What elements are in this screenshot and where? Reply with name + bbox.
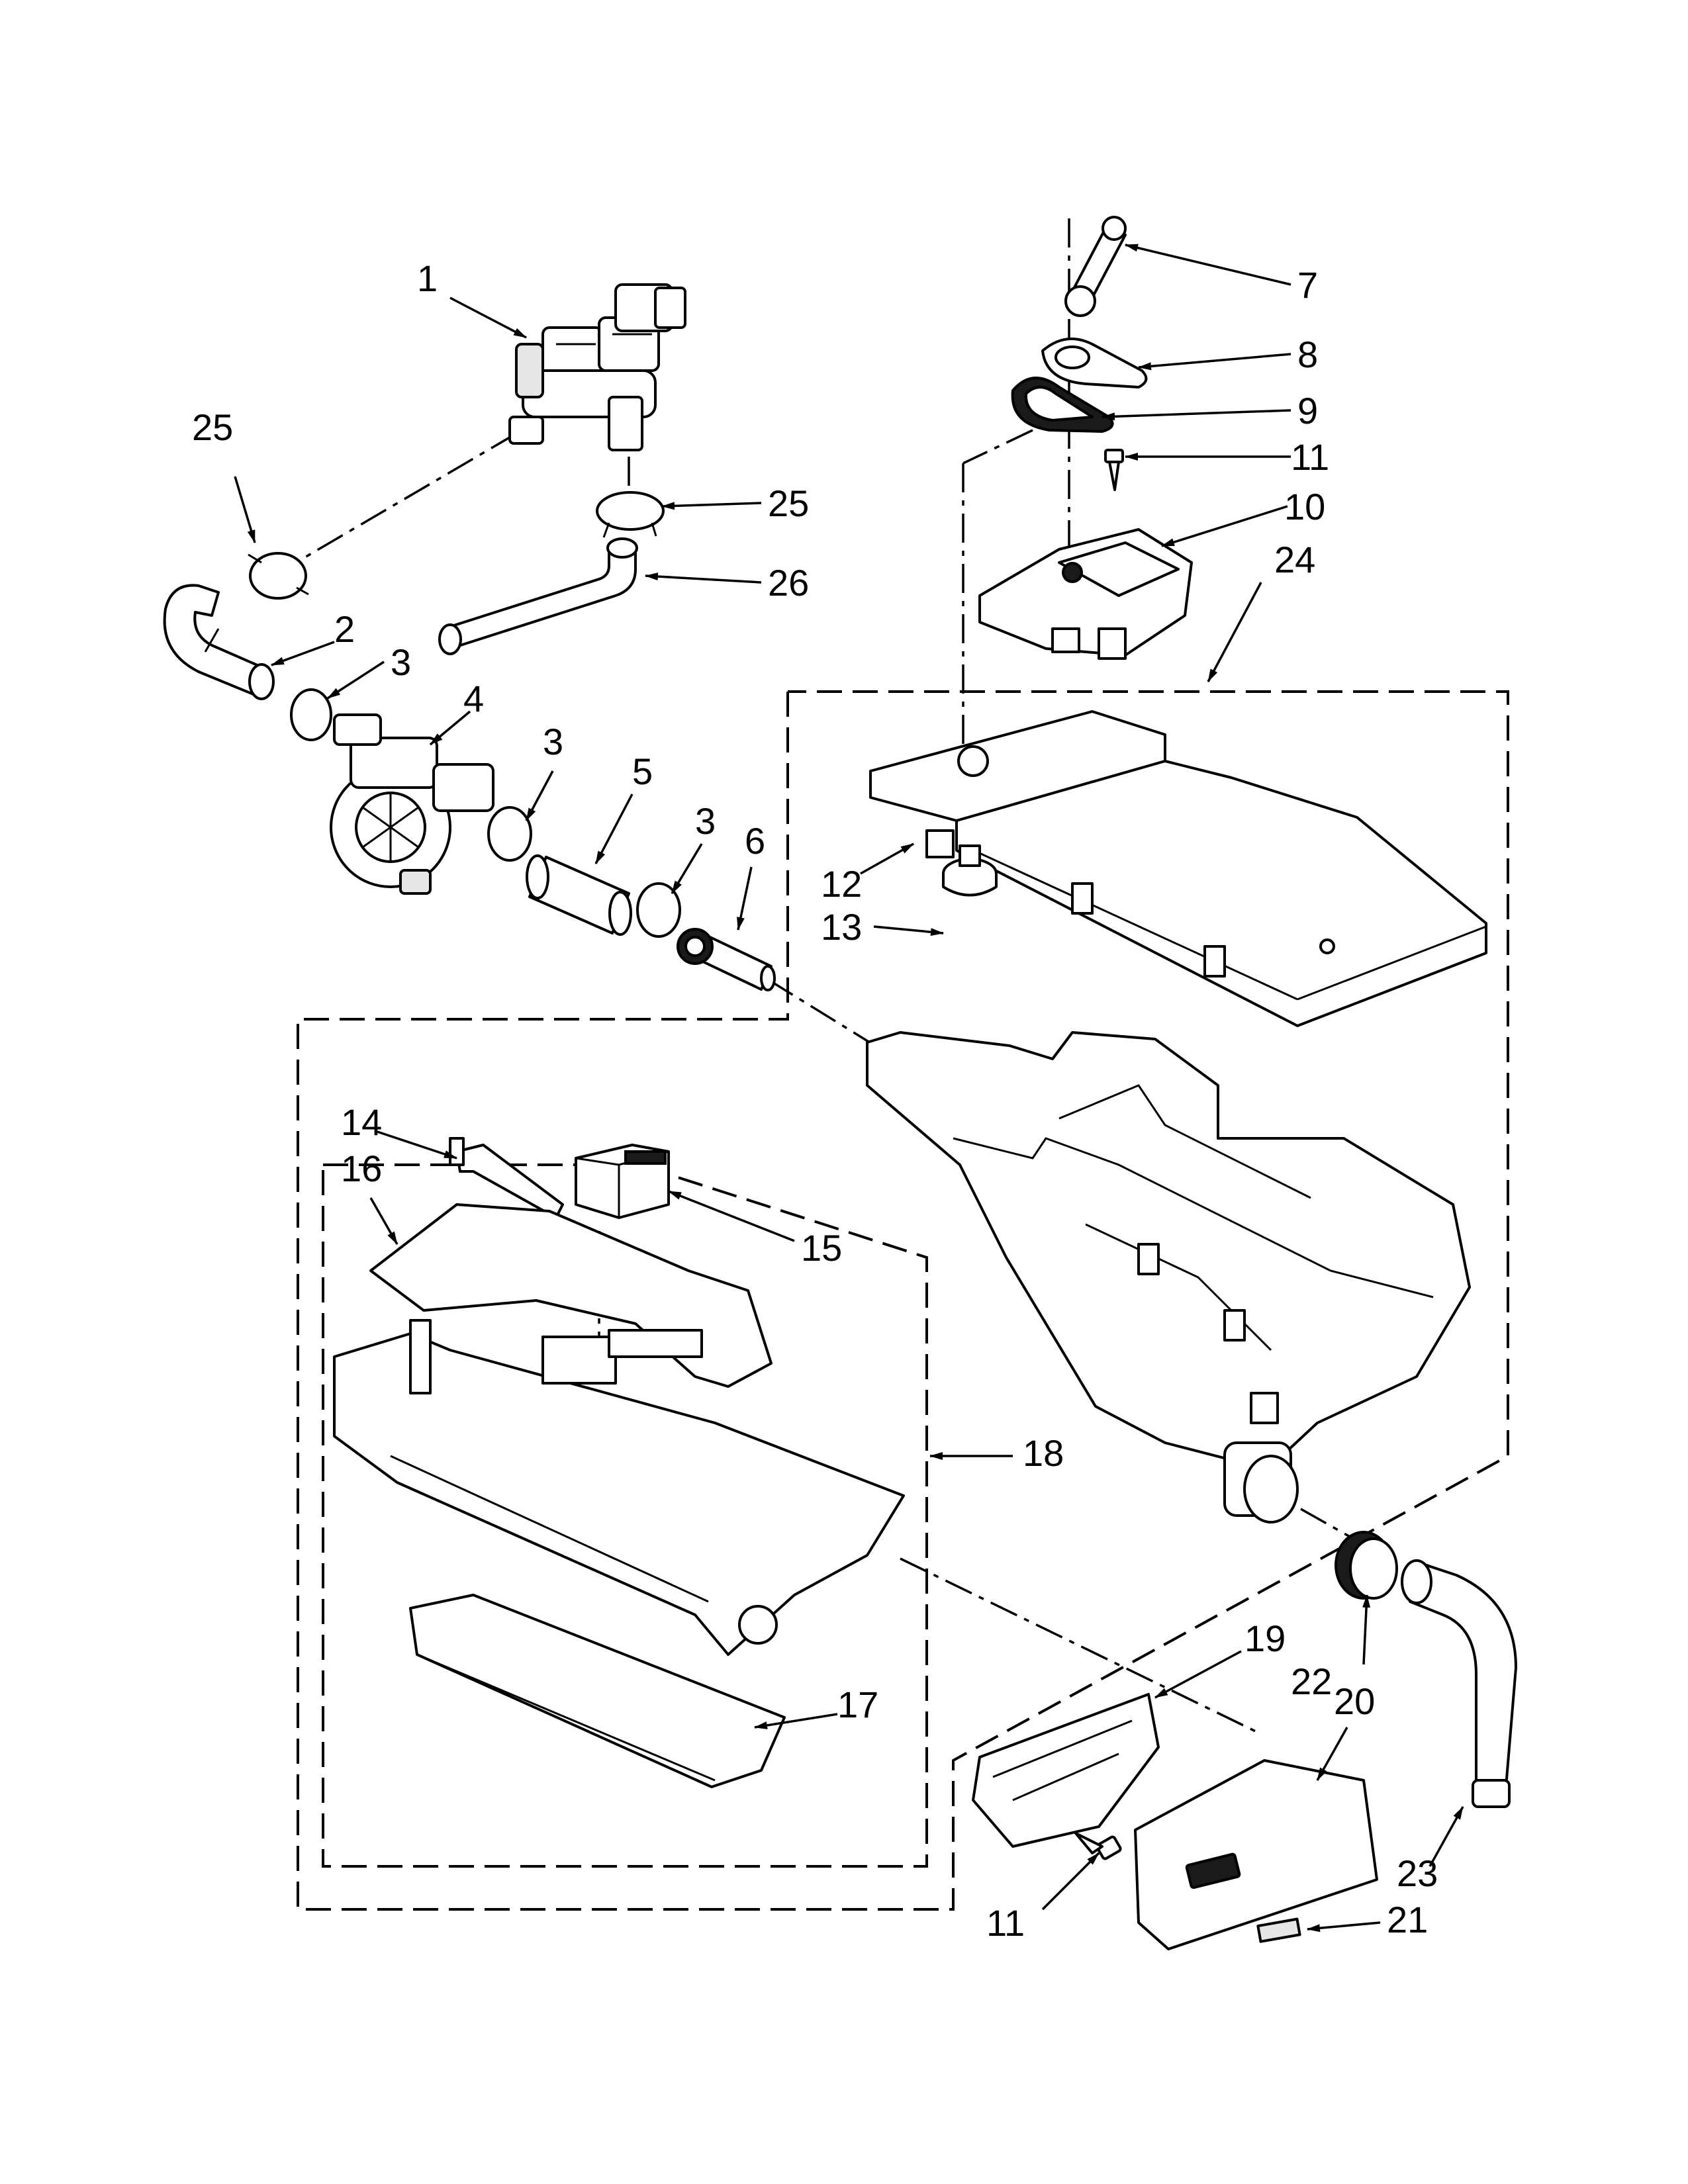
actuator-guide [962,429,1033,465]
callout-1: 1 [417,257,438,299]
callout-16: 16 [341,1148,382,1189]
callout-7: 7 [1297,264,1318,306]
callout-17: 17 [837,1684,878,1725]
callout-3-b: 3 [543,721,563,762]
dispenser-label [1256,1917,1301,1943]
callout-15: 15 [801,1227,842,1269]
callout-11-upper: 11 [1291,436,1329,478]
hose-clamp-3c [636,882,681,938]
drawer-front-frame [972,1693,1160,1848]
outlet-hose [1401,1559,1517,1808]
callout-5: 5 [632,751,653,792]
callout-22: 22 [1291,1661,1332,1702]
callout-19: 19 [1244,1617,1286,1659]
callout-3-c: 3 [695,800,716,842]
hose-clamp-right [596,491,665,538]
dispenser-housing [866,1031,1471,1524]
outlet-grommet [1335,1531,1398,1600]
callout-11-lower: 11 [986,1902,1025,1944]
valve-to-hose-guide [284,432,517,570]
callout-2: 2 [334,608,355,650]
mixing-valve [330,713,494,895]
callout-6: 6 [745,820,765,862]
callout-12: 12 [821,863,862,905]
callout-9: 9 [1297,390,1318,432]
hose-clamp-3b [487,806,532,862]
drawer-front-guide [900,1557,1262,1735]
callout-3-a: 3 [391,641,411,683]
screw-upper [1104,449,1124,491]
dispenser-drawer [333,1203,905,1656]
callout-20: 20 [1334,1680,1375,1722]
callout-25-left: 25 [192,406,233,448]
water-inlet-valve [508,283,686,451]
fill-hose-elbow [438,537,638,655]
callout-21: 21 [1387,1899,1428,1940]
siphon-cap [942,844,998,897]
actuator-link [1064,216,1127,317]
inlet-hose [163,584,275,700]
callout-4: 4 [463,678,484,719]
gasket [1011,377,1114,433]
nozzle [677,928,776,991]
bleach-siphon-cap [575,1144,670,1219]
dispenser-top-cover [869,710,1487,1027]
callout-8: 8 [1297,334,1318,375]
dispenser-front-panel [1134,1759,1378,1950]
callout-25-right: 25 [768,482,809,524]
connector-tube [526,854,632,936]
callout-18: 18 [1023,1432,1064,1474]
callout-24: 24 [1274,539,1315,580]
nozzle-guide [767,978,881,1050]
callout-23: 23 [1397,1852,1438,1894]
hose-clamp-upper [248,552,309,600]
drawer-handle [409,1594,786,1788]
dispenser-actuator [978,528,1193,660]
leader-arrows [234,244,1464,1933]
cam-plate [1041,338,1148,388]
callout-26: 26 [768,562,809,604]
screw-lower [1074,1832,1122,1860]
callout-labels: 1 25 25 26 2 3 4 3 5 3 6 7 8 9 11 10 24 … [192,257,1438,1944]
callout-13: 13 [821,906,862,948]
callout-14: 14 [341,1101,382,1143]
hose-clamp-3a [290,688,332,741]
callout-10: 10 [1284,486,1325,527]
dispenser-assembly-boundary [297,690,1509,1911]
